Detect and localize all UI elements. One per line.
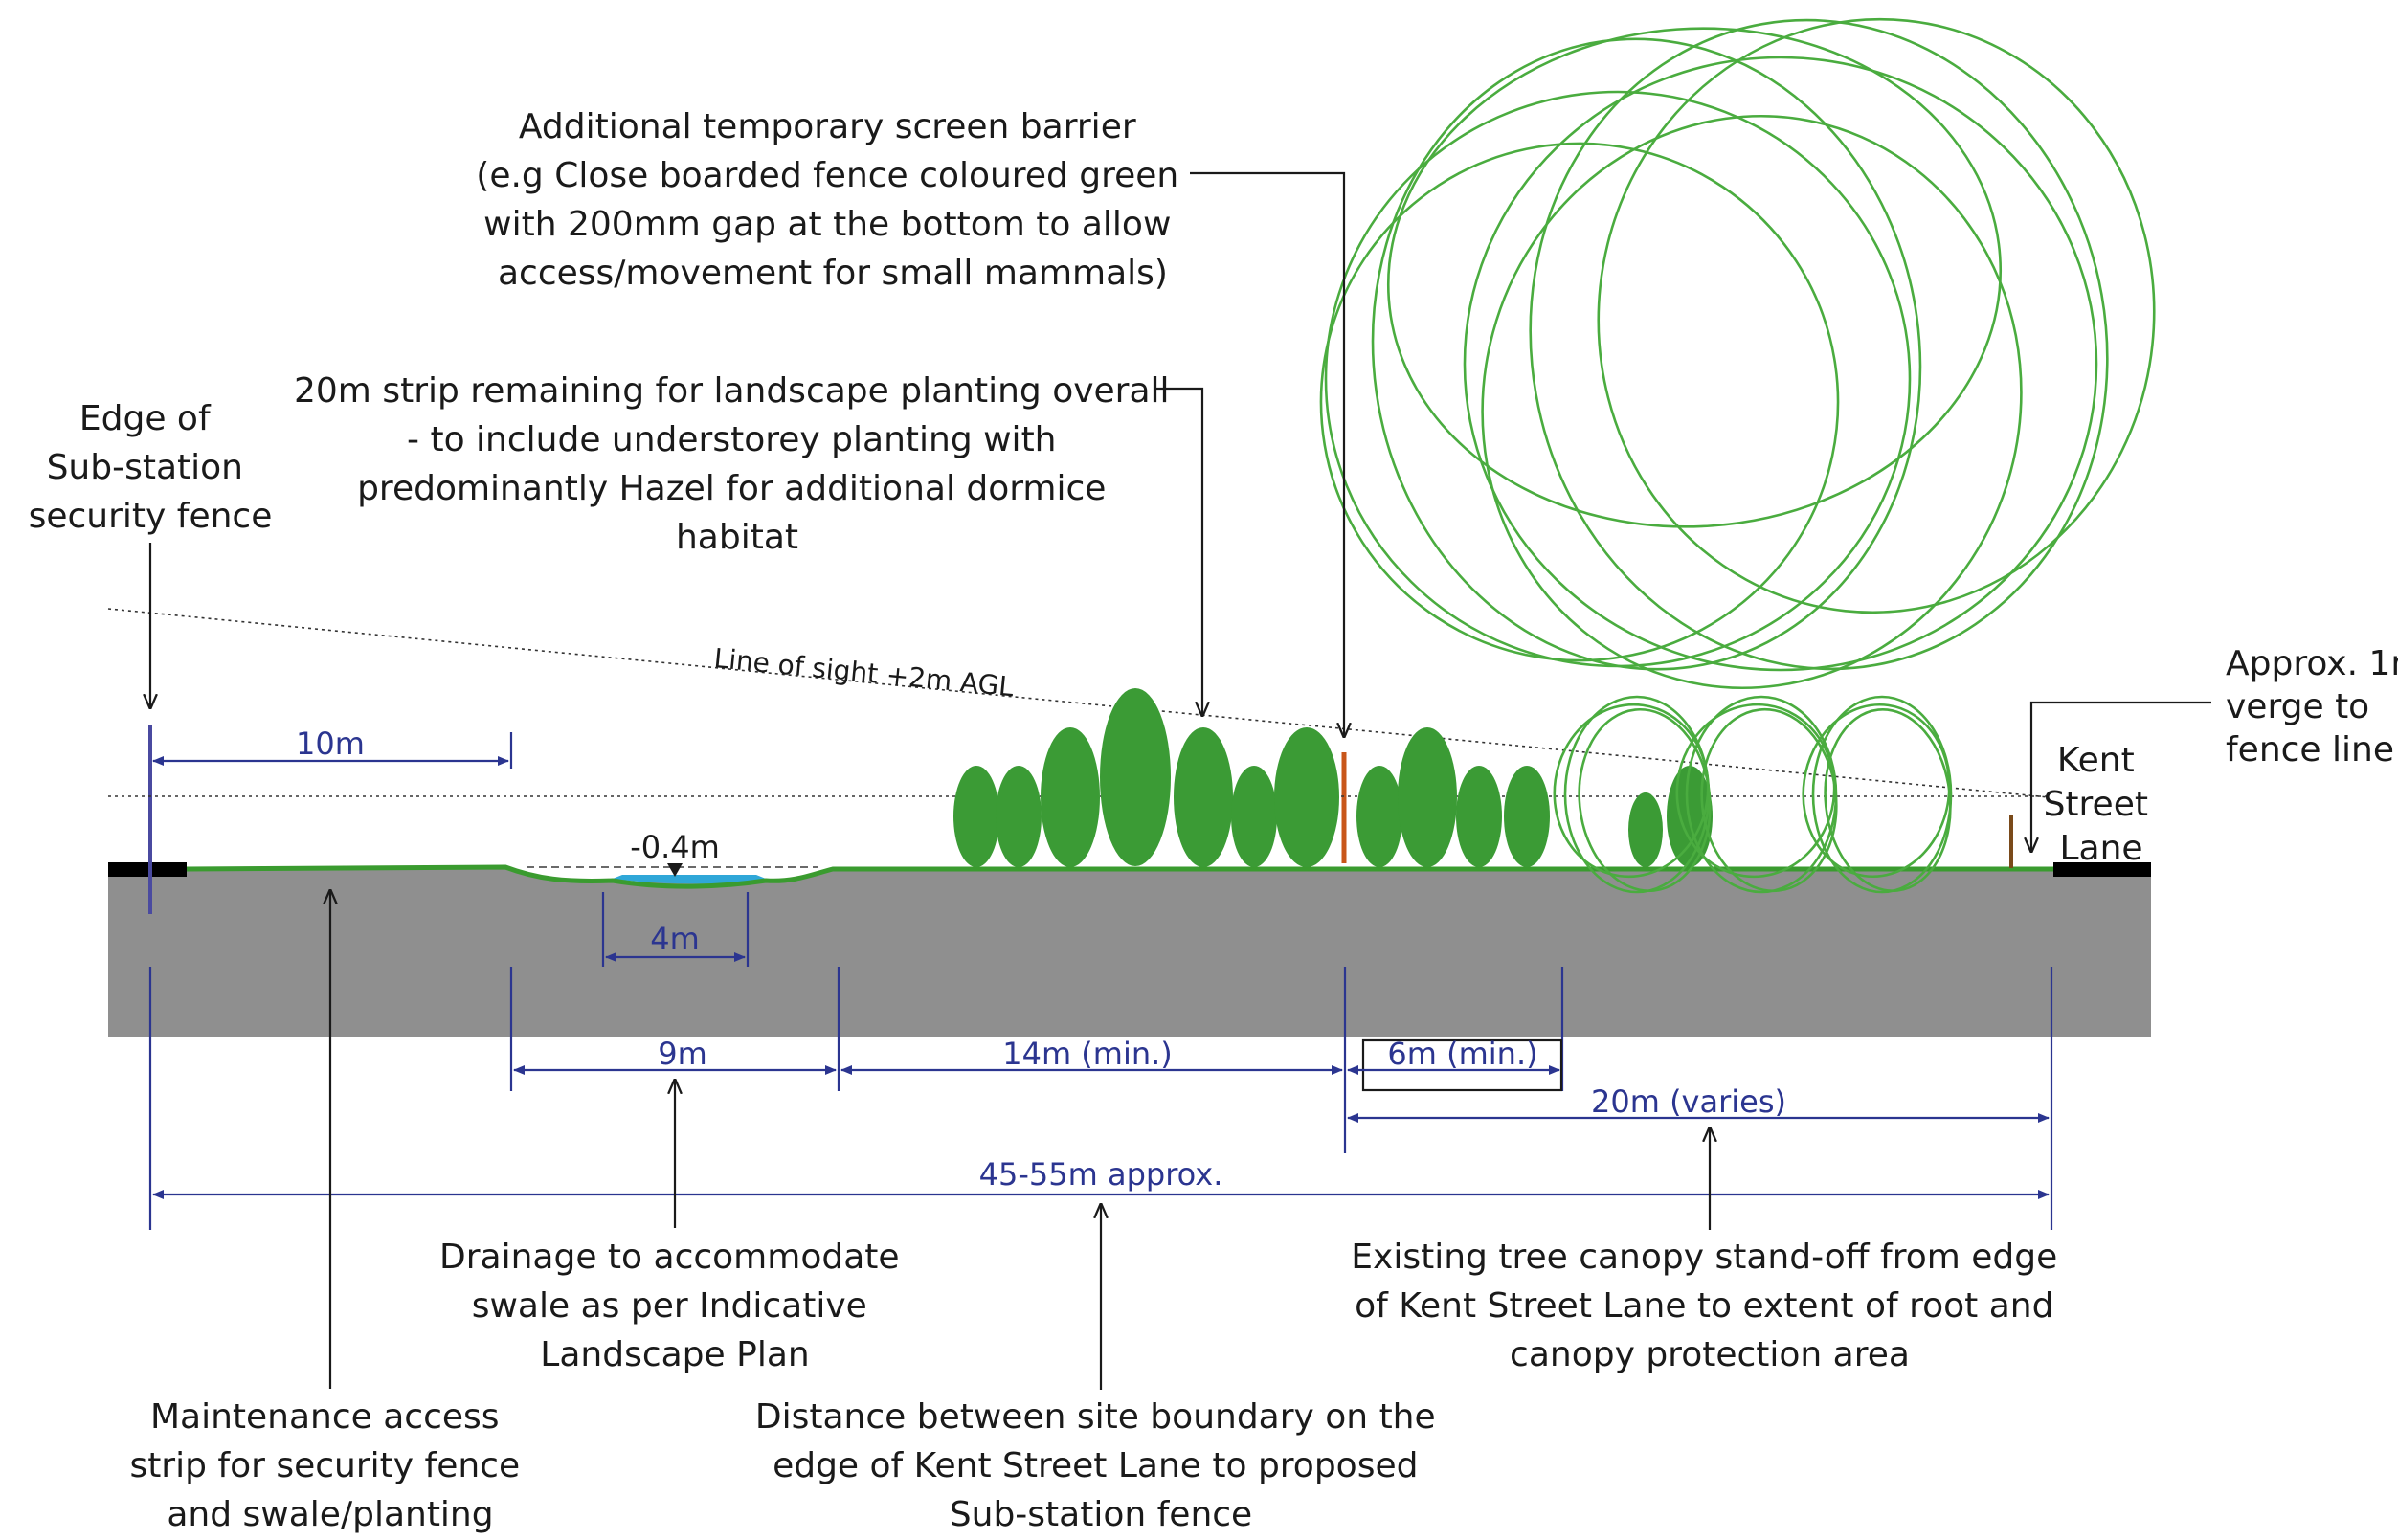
dim-label-20m: 20m (varies) (1591, 1083, 1786, 1120)
planted-tree (1174, 727, 1233, 867)
label-tree-canopy: Existing tree canopy stand-off from edge… (1351, 1238, 2068, 1374)
label-distance: Distance between site boundary on the ed… (755, 1397, 1446, 1534)
dim-label-4m: 4m (650, 921, 700, 957)
dim-label-6m: 6m (min.) (1387, 1036, 1537, 1072)
dim-label-9m: 9m (658, 1036, 707, 1072)
planted-tree (1356, 766, 1402, 867)
existing-tree-canopy (1319, 17, 2156, 894)
dim-label-45m: 45-55m approx. (979, 1156, 1223, 1193)
proposed-planting (953, 688, 1713, 867)
planted-tree (1041, 727, 1100, 867)
road-right (2053, 862, 2151, 877)
dim-label-14m: 14m (min.) (1002, 1036, 1173, 1072)
ground-section (108, 869, 2151, 1037)
label-drainage: Drainage to accommodate swale as per Ind… (439, 1238, 910, 1374)
label-edge-fence: Edge of Sub-station security fence (29, 399, 273, 536)
leader-screen-barrier (1190, 171, 1344, 737)
planted-tree (1274, 727, 1339, 867)
planted-tree (996, 766, 1042, 867)
leader-verge (2031, 701, 2211, 852)
label-strip-20m: 20m strip remaining for landscape planti… (294, 371, 1180, 557)
water-level-marker (667, 863, 683, 877)
dim-label-depth: -0.4m (630, 829, 720, 865)
road-left (108, 862, 187, 877)
swale-water (613, 875, 766, 884)
leader-strip-20m (1154, 387, 1202, 716)
planted-tree (953, 766, 999, 867)
planted-tree (1100, 688, 1171, 866)
label-kent-street-lane: Kent Street Lane (2044, 741, 2160, 868)
label-maintenance: Maintenance access strip for security fe… (129, 1397, 530, 1534)
planted-tree (1231, 766, 1277, 867)
label-verge: Approx. 1m verge to fence line (2226, 644, 2398, 770)
planted-tree (1504, 766, 1550, 867)
planted-tree (1398, 727, 1457, 867)
planted-tree (1628, 792, 1663, 867)
grass-surface (186, 864, 2053, 889)
planted-tree (1456, 766, 1502, 867)
label-screen-barrier: Additional temporary screen barrier (e.g… (476, 107, 1189, 293)
line-of-sight-label: Line of sight +2m AGL (712, 642, 1015, 703)
dim-label-10m: 10m (296, 725, 365, 762)
